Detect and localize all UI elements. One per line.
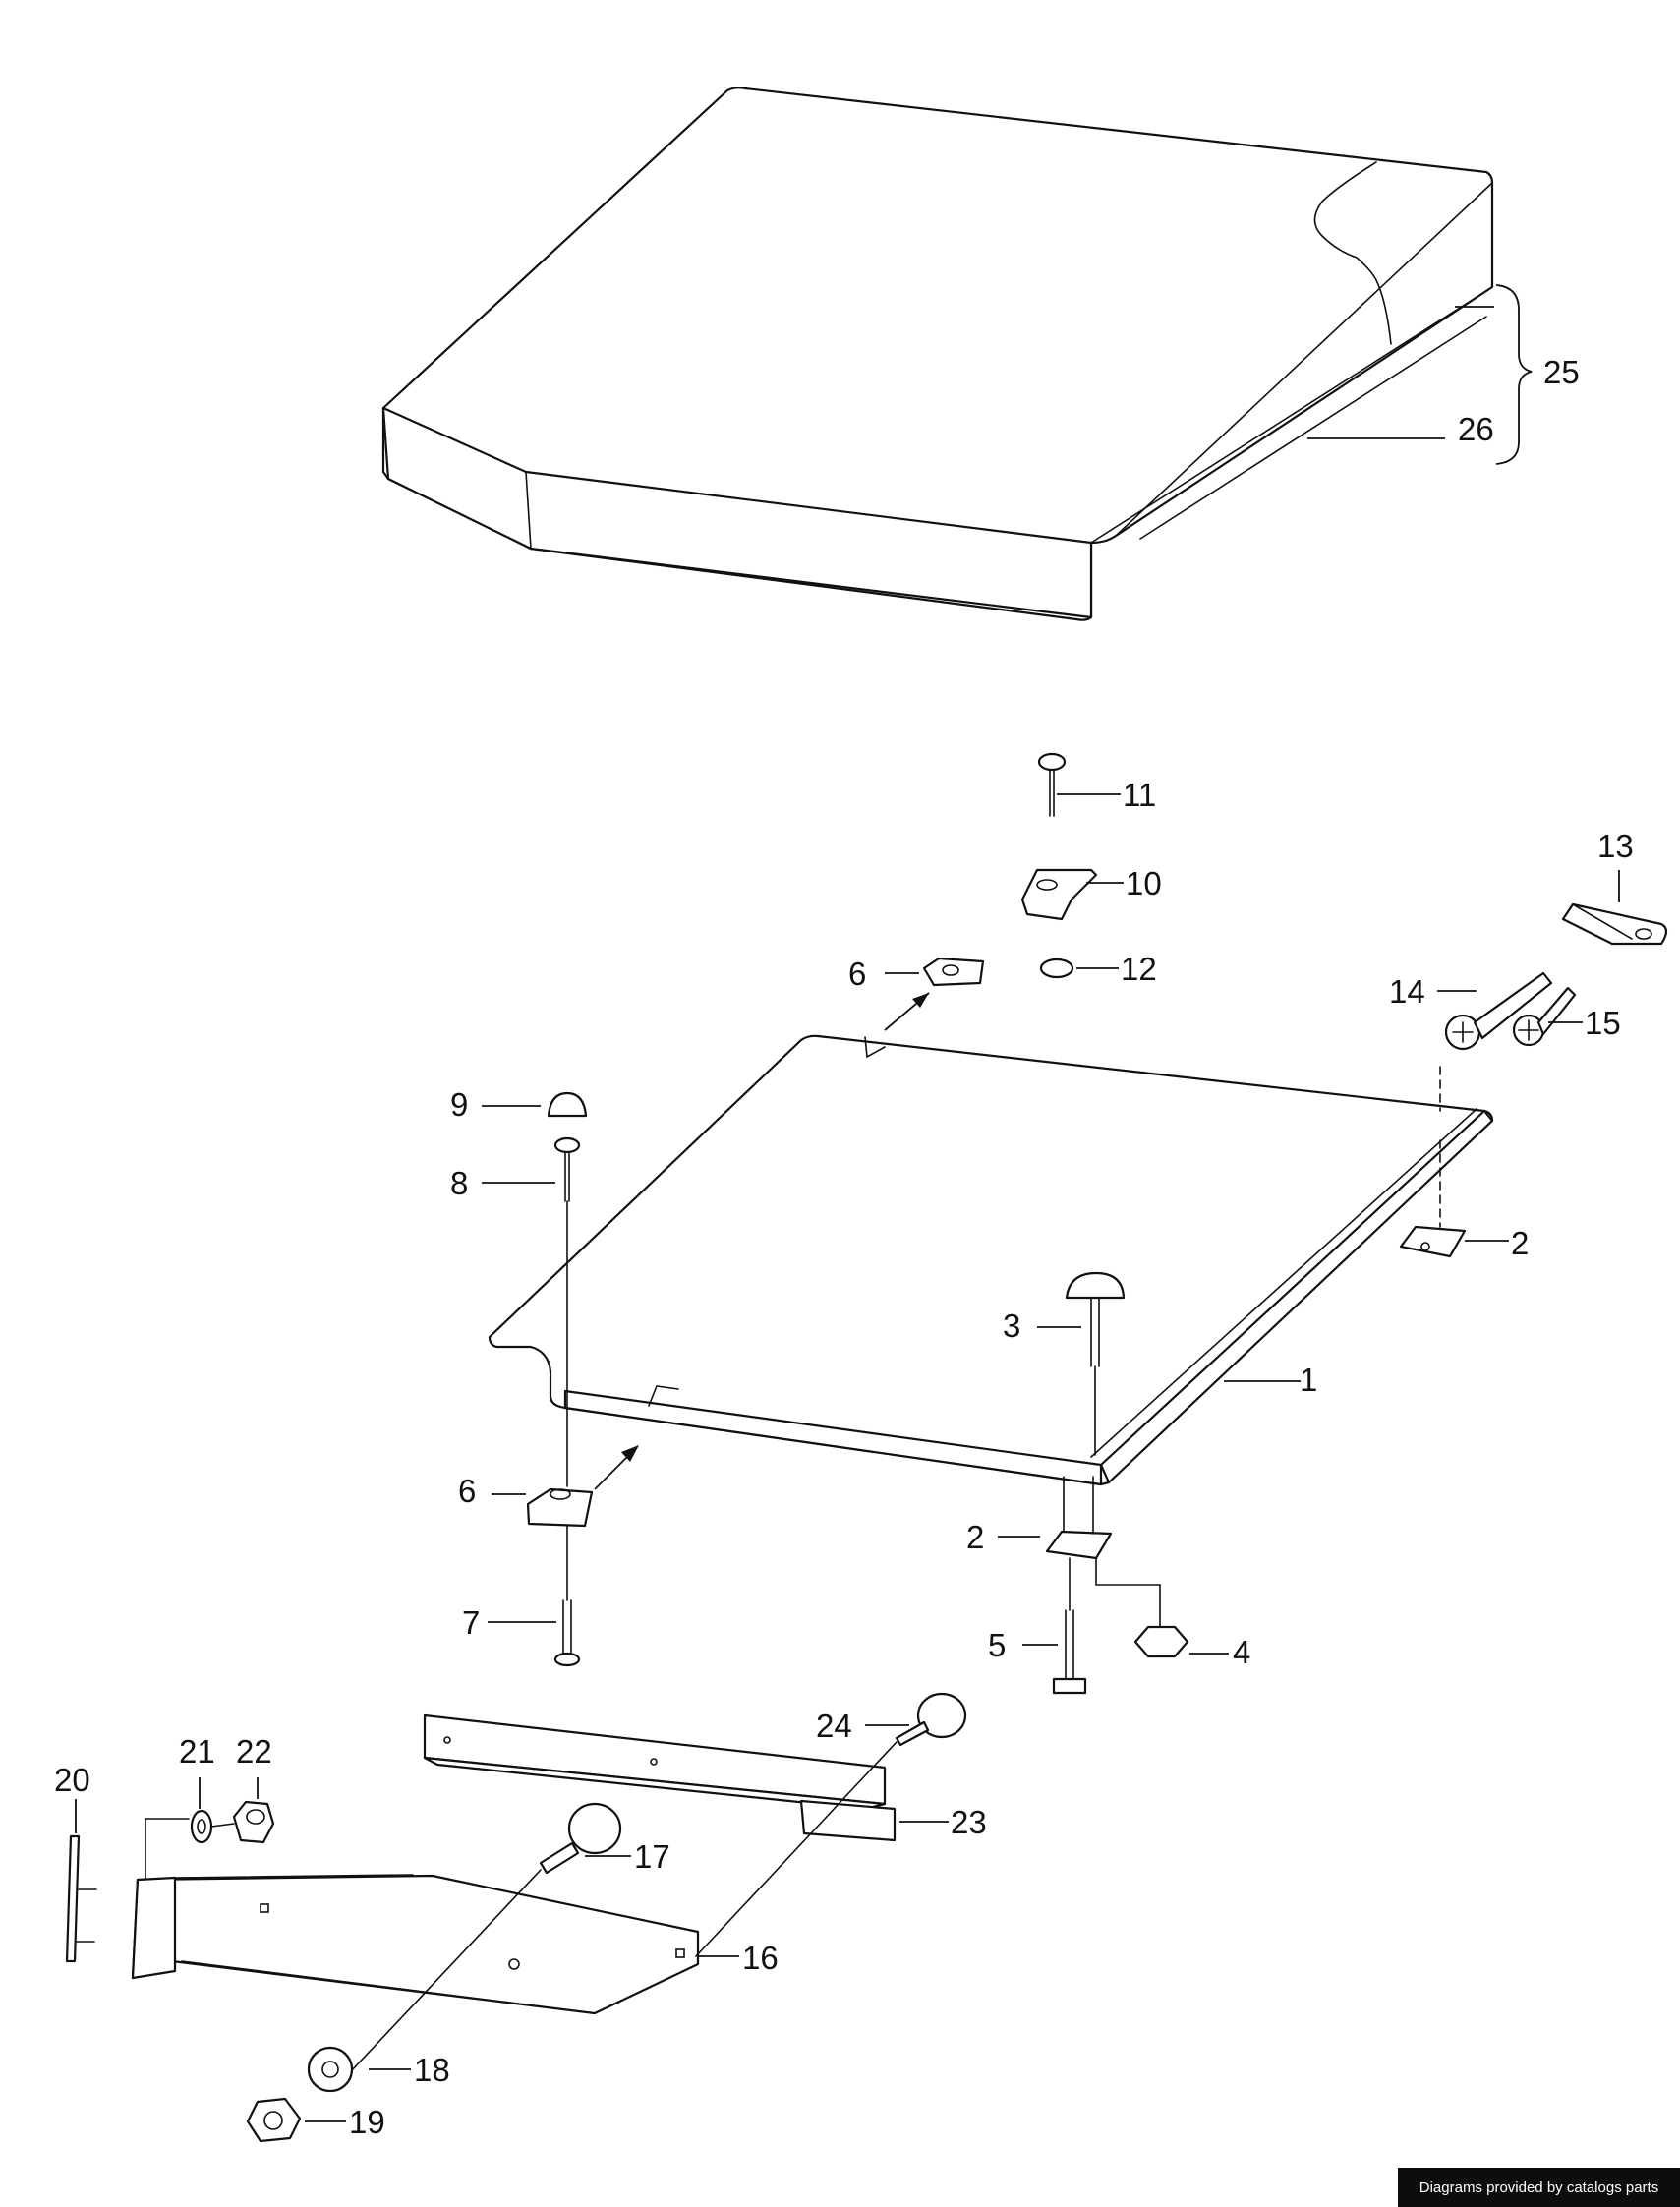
clip-6-lower: 6 — [458, 1445, 639, 1528]
screw-11: 11 — [1037, 752, 1156, 817]
screw-8: 8 — [450, 1136, 581, 1487]
plate-2-right: 2 — [1399, 1225, 1529, 1261]
plate-2-lower: 2 — [966, 1476, 1113, 1560]
callout-6-top: 6 — [848, 956, 866, 992]
cushion-callouts: 25 26 — [1307, 284, 1580, 465]
rail-23: 23 — [423, 1713, 987, 1842]
callout-8: 8 — [450, 1165, 468, 1201]
tee-nut-12: 12 — [1039, 951, 1157, 987]
callout-17: 17 — [634, 1838, 670, 1875]
nut-4: 4 — [1095, 1557, 1250, 1670]
screw-7: 7 — [462, 1525, 581, 1667]
bolt-5: 5 — [988, 1557, 1087, 1695]
knob-17: 17 — [333, 1802, 670, 2090]
washer-18: 18 — [307, 2046, 450, 2093]
callout-20: 20 — [54, 1762, 90, 1798]
callout-3: 3 — [1003, 1307, 1020, 1344]
rail-16: 16 — [131, 1874, 779, 2015]
callout-24: 24 — [816, 1708, 852, 1744]
bolt-3: 3 — [1003, 1271, 1126, 1456]
callout-1: 1 — [1300, 1362, 1317, 1398]
screw-14: 14 — [1389, 971, 1553, 1051]
clip-6-top: 6 — [848, 956, 985, 1031]
latch-13: 13 — [1561, 828, 1668, 946]
callout-14: 14 — [1389, 973, 1425, 1010]
callout-23: 23 — [951, 1804, 987, 1840]
callout-26: 26 — [1458, 411, 1494, 447]
callout-4: 4 — [1233, 1634, 1250, 1670]
screw-15: 15 — [1512, 986, 1621, 1047]
callout-16: 16 — [742, 1940, 779, 1976]
callout-18: 18 — [414, 2052, 450, 2088]
callout-15: 15 — [1585, 1005, 1621, 1041]
callout-12: 12 — [1121, 951, 1157, 987]
callout-11: 11 — [1123, 777, 1156, 813]
nut-22: 22 — [210, 1733, 275, 1844]
callout-6-lower: 6 — [458, 1473, 476, 1509]
cap-9: 9 — [450, 1086, 588, 1123]
washer-21: 21 — [145, 1733, 215, 1881]
callout-9: 9 — [450, 1086, 468, 1123]
callout-19: 19 — [349, 2104, 385, 2140]
callout-22: 22 — [236, 1733, 272, 1770]
callout-7: 7 — [462, 1604, 480, 1641]
callout-5: 5 — [988, 1627, 1006, 1663]
credit-badge: Diagrams provided by catalogs parts — [1398, 2168, 1680, 2207]
bracket-10: 10 — [1020, 865, 1162, 921]
callout-25: 25 — [1543, 354, 1580, 390]
callout-10: 10 — [1126, 865, 1162, 901]
knob-24: 24 — [695, 1692, 967, 1957]
seat-board: 1 — [488, 1034, 1494, 1486]
callout-2-lower: 2 — [966, 1519, 984, 1555]
callout-2-right: 2 — [1511, 1225, 1529, 1261]
callout-13: 13 — [1597, 828, 1634, 864]
nut-19: 19 — [246, 2097, 385, 2143]
callout-21: 21 — [179, 1733, 215, 1770]
seat-cushion — [381, 87, 1494, 621]
strip-20: 20 — [54, 1762, 97, 1963]
